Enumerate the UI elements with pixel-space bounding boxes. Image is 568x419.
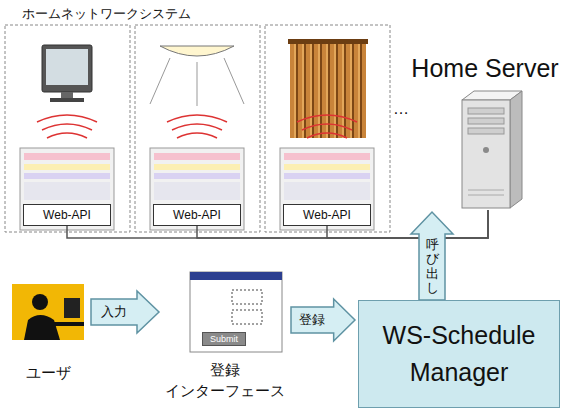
input-field <box>232 290 262 304</box>
vent <box>468 190 504 191</box>
server-icon <box>462 91 522 208</box>
ceiling-lamp <box>160 46 234 56</box>
arrow-label: 登録 <box>299 312 325 328</box>
wave <box>177 133 217 138</box>
wave <box>172 124 222 130</box>
user-icon-ground <box>12 284 84 340</box>
window-frame <box>190 272 282 352</box>
vent <box>468 195 504 196</box>
band <box>154 173 240 179</box>
input-field <box>232 310 262 324</box>
server-side <box>510 91 522 208</box>
curtain <box>290 44 366 138</box>
user-icon <box>12 284 84 340</box>
wave <box>302 124 352 130</box>
device-frame <box>265 25 390 232</box>
device-frame <box>135 25 260 232</box>
user-body <box>24 315 60 340</box>
power-button <box>483 147 489 153</box>
web-api-box: Web-API <box>153 204 241 226</box>
node-text: Web-API <box>303 208 351 222</box>
node-text: WS-Schedule Manager <box>367 317 551 392</box>
band <box>284 153 370 160</box>
band <box>284 173 370 179</box>
drive-bay <box>468 108 504 114</box>
wave <box>307 133 347 138</box>
node-text: Home Server <box>405 52 565 85</box>
arrow-label: 入力 <box>101 304 127 320</box>
wave <box>167 115 227 122</box>
module-frame <box>280 148 374 230</box>
band <box>24 164 110 170</box>
arrow-label: 呼び出し <box>426 238 439 295</box>
wave <box>297 115 357 122</box>
tv-body <box>42 45 92 92</box>
group-title: ホームネットワークシステム <box>22 5 191 23</box>
node-text: Web-API <box>43 208 91 222</box>
drive-bay <box>468 128 504 134</box>
band <box>154 182 240 200</box>
tv-base <box>50 98 84 102</box>
wave <box>37 115 97 122</box>
submit-button: Submit <box>202 332 246 346</box>
ellipsis-mark: … <box>393 100 409 118</box>
server-front <box>462 100 510 208</box>
tv-stand <box>61 92 73 98</box>
monitor <box>64 298 80 318</box>
web-api-box: Web-API <box>283 204 371 226</box>
schedule-manager-box: WS-Schedule Manager <box>358 300 560 408</box>
band <box>154 153 240 160</box>
drive-bay <box>468 118 504 124</box>
band <box>24 173 110 179</box>
curtain-rail <box>288 39 368 44</box>
user-head <box>32 294 48 310</box>
band <box>284 182 370 200</box>
registration-interface: Submit 登録 インターフェース <box>162 270 288 402</box>
band <box>154 164 240 170</box>
window-title-bar <box>190 272 282 280</box>
node-text: ユーザ <box>8 363 88 383</box>
band <box>24 153 110 160</box>
window-icon <box>190 272 282 352</box>
web-api-box: Web-API <box>23 204 111 226</box>
wave <box>42 124 92 130</box>
light-ray <box>150 58 170 104</box>
module-frame <box>20 148 114 230</box>
node-text: 登録 インターフェース <box>162 359 288 403</box>
block-arrow <box>411 212 453 300</box>
home-server: Home Server <box>405 52 565 210</box>
radio-waves <box>37 115 357 138</box>
band <box>24 182 110 200</box>
light-ray <box>224 58 244 104</box>
device-frame <box>5 25 130 232</box>
module-frame <box>150 148 244 230</box>
block-arrow <box>291 299 355 341</box>
block-arrow <box>91 291 159 333</box>
desk <box>50 322 84 326</box>
node-text: Web-API <box>173 208 221 222</box>
module-stack <box>20 148 374 230</box>
light-ray <box>197 62 198 106</box>
tv-screen <box>46 49 88 85</box>
user-node: ユーザ <box>8 282 88 382</box>
wave <box>47 133 87 138</box>
band <box>284 164 370 170</box>
